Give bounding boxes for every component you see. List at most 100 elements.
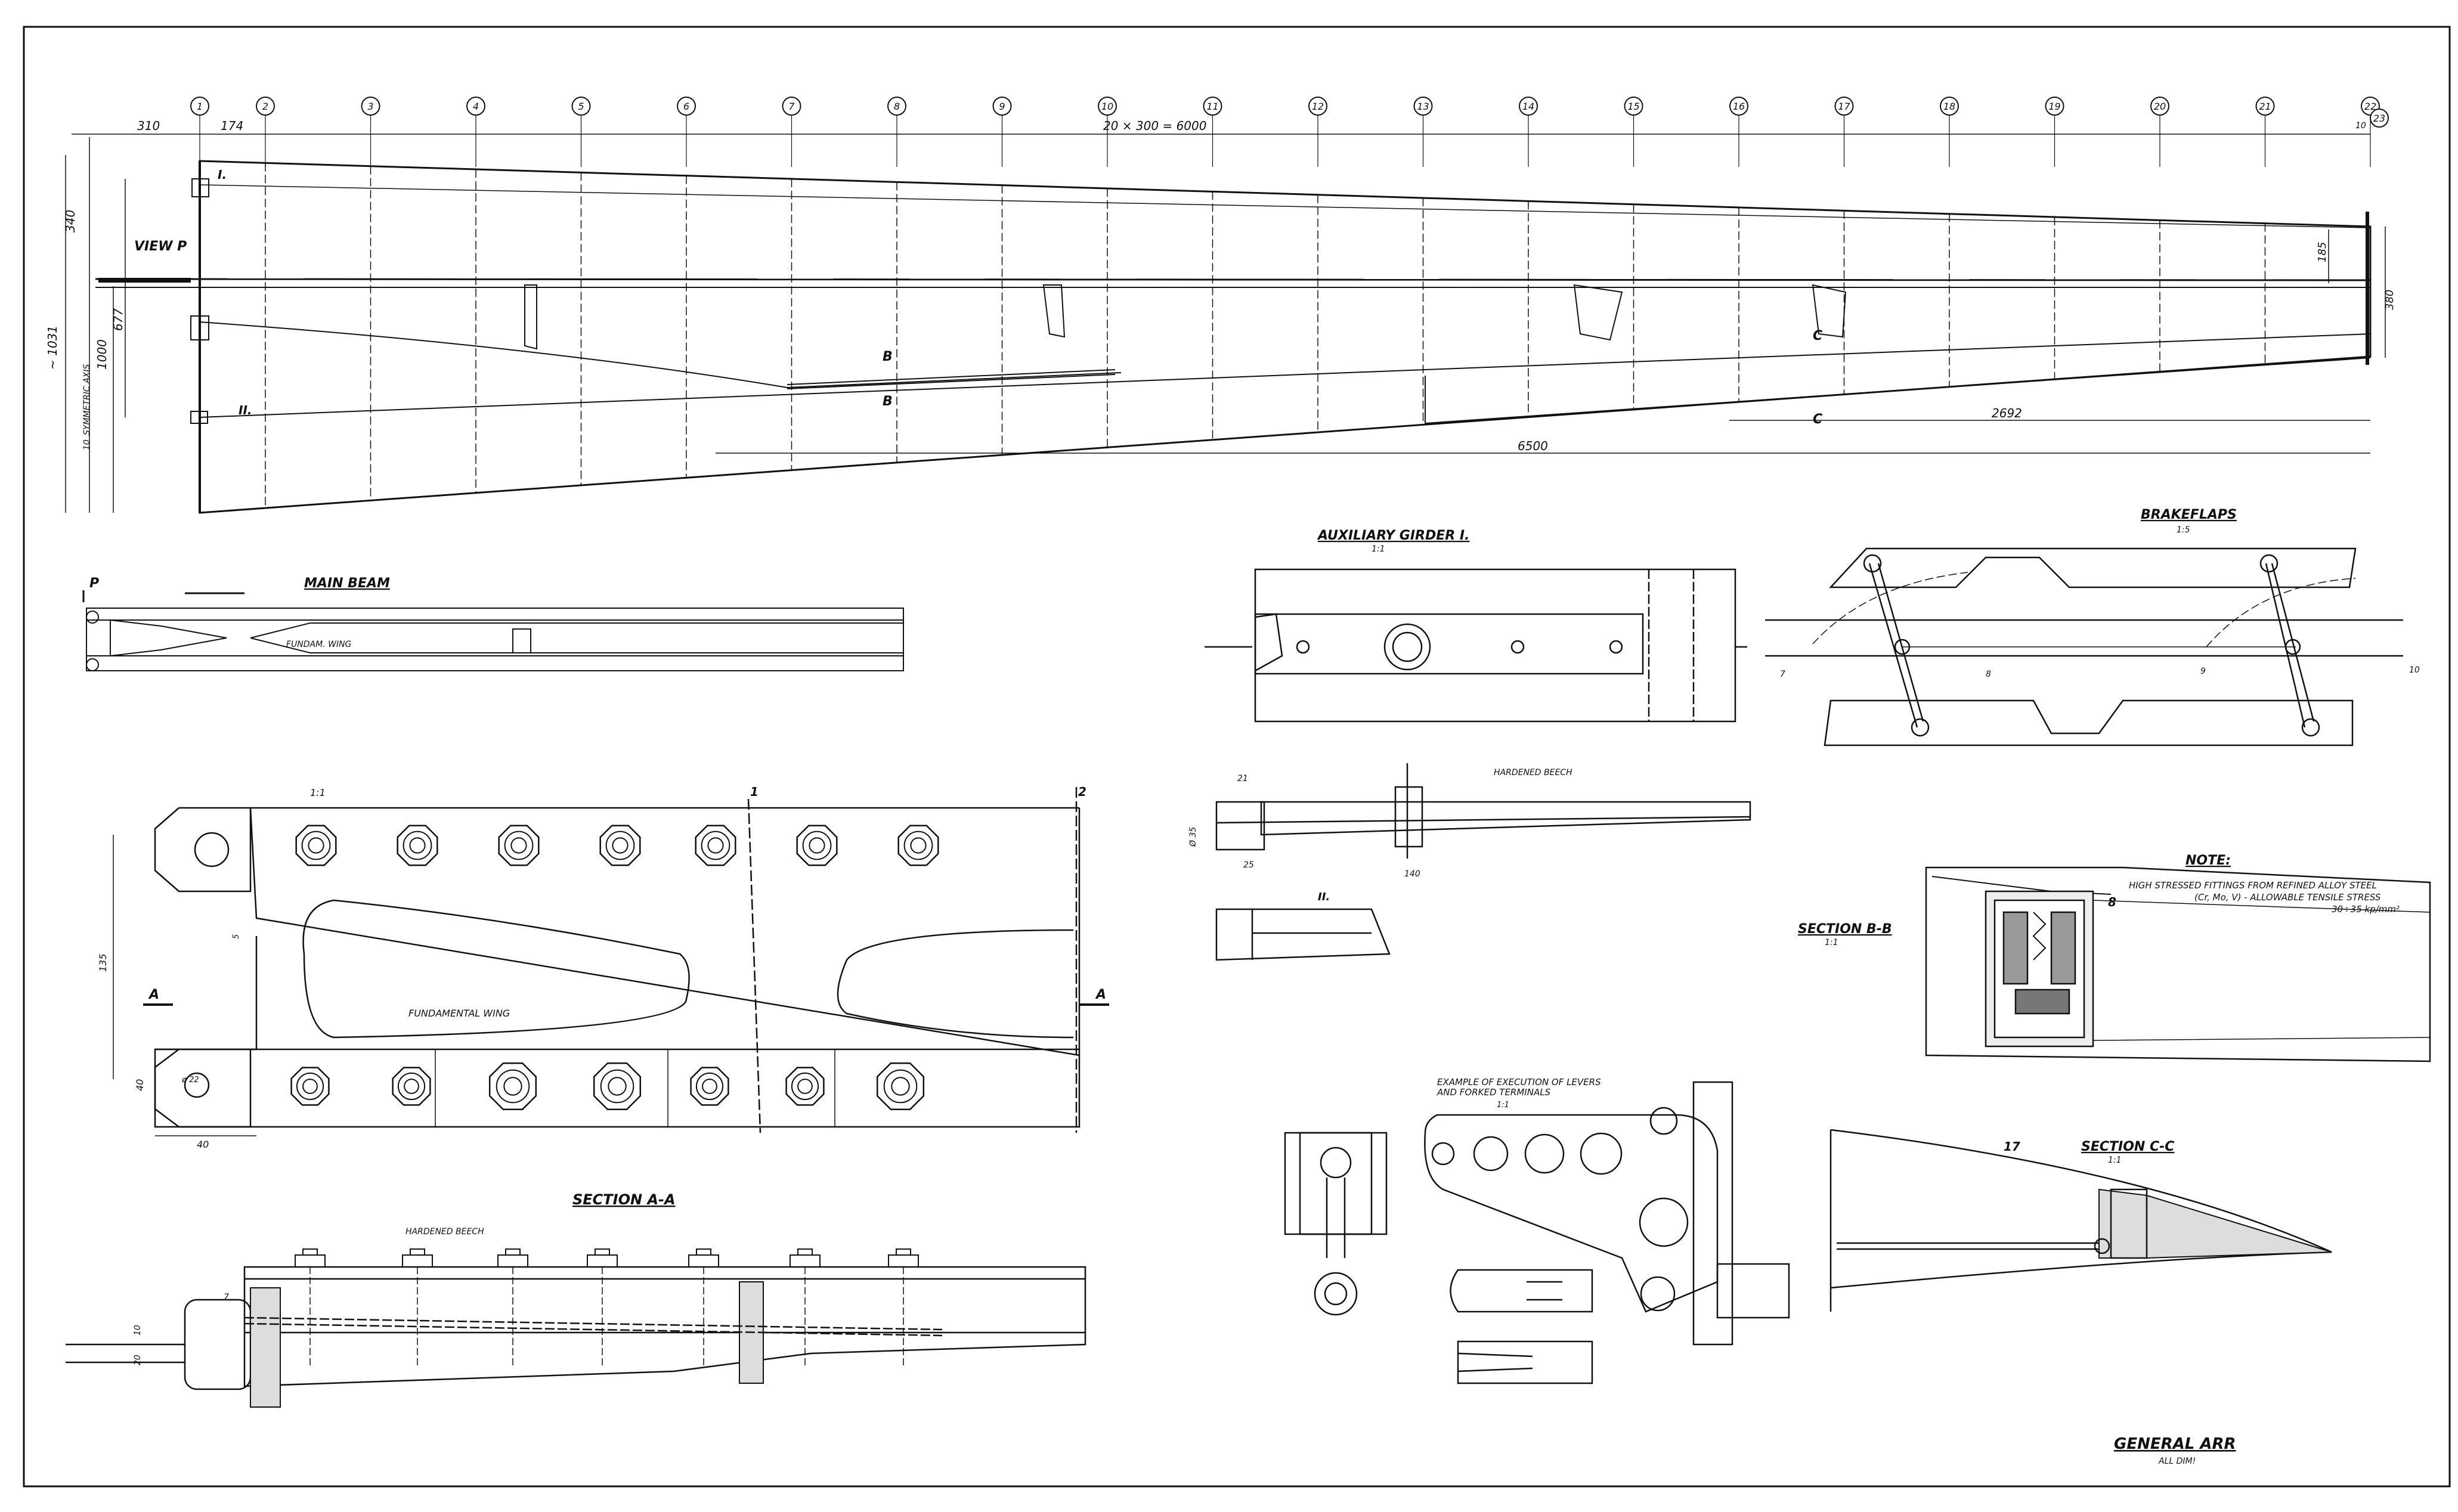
bolt-ring (403, 831, 432, 860)
section-bb-drawing (1925, 866, 2431, 1062)
section-aa-title: SECTION A-A (572, 1191, 676, 1208)
levers-scale: 1:1 (1497, 1101, 1509, 1110)
brakeflaps-point-7: 7 (1780, 670, 1785, 679)
station-label: 9 (999, 101, 1005, 112)
detail-dim-diameter: ø 22 (181, 1076, 199, 1085)
aux-dim-140: 140 (1404, 869, 1420, 879)
section-aa-nut (790, 1248, 821, 1267)
station-label: 22 (2364, 101, 2376, 112)
brakeflaps-title: BRAKEFLAPS (2141, 507, 2237, 522)
section-b-mark-top: B (883, 349, 893, 364)
note-line-2: (Cr, Mo, V) - ALLOWABLE TENSILE STRESS (2194, 892, 2381, 903)
levers-title-line-1: EXAMPLE OF EXECUTION OF LEVERS (1437, 1077, 1601, 1087)
brakeflaps-point-10: 10 (2409, 665, 2420, 675)
aux-girder-drawing (1205, 568, 1751, 961)
section-aa-dim-20: 20 (133, 1355, 143, 1365)
bolt-head (290, 1067, 330, 1106)
dim-chord-1000: 1000 (95, 339, 109, 370)
dim-axis-10: 10 (82, 439, 92, 450)
dim-first-spacing: 174 (221, 119, 243, 133)
station-label: 17 (1838, 101, 1850, 112)
aux-girder-material: HARDENED BEECH (1494, 768, 1572, 777)
title-block-title: GENERAL ARR (2114, 1435, 2236, 1453)
station-label: 2 (262, 101, 268, 112)
station-label: 14 (1522, 101, 1534, 112)
bolt-ring (404, 1079, 419, 1094)
station-label: 13 (1417, 101, 1429, 112)
detail-section-mark-left: A (148, 987, 159, 1002)
sheet-border (23, 26, 2451, 1488)
station-label: 18 (1943, 101, 1955, 112)
section-cc-mark: 17 (2004, 1139, 2020, 1154)
station-label: 3 (367, 101, 373, 112)
station-label: 7 (788, 101, 795, 112)
bolt-ring (608, 1077, 627, 1096)
section-c-mark-top: C (1813, 329, 1822, 343)
dim-tip-10: 10 (2355, 121, 2366, 131)
bolt-head (397, 825, 438, 866)
bolt-ring (797, 1079, 813, 1094)
bolt-ring (510, 837, 527, 854)
section-aa-nut (587, 1248, 618, 1267)
brakeflaps-point-8: 8 (1986, 670, 1991, 679)
station-label: 12 (1312, 101, 1324, 112)
dim-root-offset: 310 (137, 119, 160, 133)
plan-dimensions (65, 134, 2386, 513)
bolt-head (593, 1062, 642, 1111)
bolt-ring (301, 831, 331, 860)
station-label: 8 (894, 101, 900, 112)
note-title: NOTE: (2185, 853, 2231, 868)
bolt-ring (809, 837, 825, 854)
dim-front-part: 340 (63, 210, 78, 233)
section-aa-nut (295, 1248, 326, 1267)
section-aa-nut (497, 1248, 528, 1267)
section-c-mark-bottom: C (1813, 412, 1822, 427)
note-line-1: HIGH STRESSED FITTINGS FROM REFINED ALLO… (2129, 880, 2377, 891)
dim-beam-offset: 677 (111, 308, 125, 331)
bolt-head (498, 825, 540, 866)
detail-dim-height: 135 (97, 953, 109, 972)
bolt-ring (302, 1079, 318, 1094)
bolt-ring (695, 1072, 724, 1101)
levers-drawing (1284, 1081, 1790, 1384)
aux-sub-label: II. (1318, 891, 1330, 903)
detail-dim-small: 5 (232, 934, 241, 939)
section-aa-dim-10: 10 (133, 1325, 143, 1336)
bolt-head (599, 825, 641, 866)
section-aa-material: HARDENED BEECH (405, 1227, 484, 1237)
bolt-ring (701, 831, 730, 860)
main-beam-drawing (82, 590, 904, 671)
station-label: 10 (1101, 101, 1113, 112)
bolt-ring (883, 1069, 918, 1104)
bolt-ring (600, 1069, 634, 1104)
detail-dim-40a: 40 (197, 1139, 209, 1150)
section-aa-dim-7: 7 (224, 1293, 229, 1302)
detail-station-2: 2 (1078, 785, 1086, 799)
dim-root-chord: ~ 1031 (45, 326, 60, 370)
bolt-head (796, 825, 838, 866)
bolt-ring (702, 1079, 717, 1094)
station-label: 16 (1733, 101, 1745, 112)
aux-girder-title: AUXILIARY GIRDER I. (1317, 528, 1469, 543)
bolt-ring (308, 837, 324, 854)
station-label: 6 (683, 101, 689, 112)
main-beam-inner-label: FUNDAM. WING (286, 640, 352, 649)
note-line-3: 30÷35 kp/mm² (2332, 904, 2400, 915)
section-aa-bolts (295, 1248, 919, 1365)
bolt-head (785, 1067, 825, 1106)
section-cc-title: SECTION C-C (2081, 1139, 2174, 1154)
section-aa-nut (402, 1248, 433, 1267)
bolt-ring (605, 831, 635, 860)
bolt-ring (503, 1077, 522, 1096)
section-b-mark-bottom: B (883, 394, 893, 409)
bolt-ring (409, 837, 426, 854)
station-label: 20 (2154, 101, 2166, 112)
detail-station-1: 1 (750, 785, 759, 799)
detail-dim-40b: 40 (134, 1079, 146, 1091)
bolt-rows (290, 825, 939, 1111)
main-beam-marker: P (89, 576, 99, 591)
bolt-head (392, 1067, 431, 1106)
aux-dim-25: 25 (1243, 860, 1254, 870)
aux-dim-height: Ø 35 (1188, 827, 1198, 847)
